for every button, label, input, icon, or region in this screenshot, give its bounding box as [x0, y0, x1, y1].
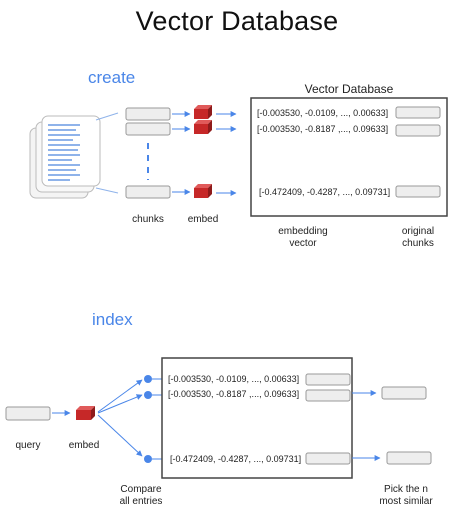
doc-to-chunk-line-1: [95, 112, 119, 121]
embed-label: embed: [187, 214, 219, 225]
chunk-box-1: [125, 107, 171, 121]
index-chunk-box-3: [305, 452, 351, 465]
arrow-compare-2: [97, 394, 143, 414]
embedding-vector-label: embedding vector: [278, 226, 328, 249]
arrow-compare-1: [97, 379, 143, 413]
chunk-box-3: [125, 185, 171, 199]
index-chunk-box-2: [305, 389, 351, 402]
query-label: query: [15, 440, 41, 451]
embed-cube-icon: [76, 406, 95, 420]
create-section-label: create: [88, 68, 136, 87]
index-section-label: index: [92, 310, 133, 329]
index-embed-label: embed: [68, 440, 100, 451]
embed-cube-icon: [194, 184, 212, 198]
chunks-label: chunks: [132, 214, 164, 225]
vector-database-title: Vector Database: [304, 82, 394, 96]
original-chunks-label: original chunks: [401, 226, 435, 249]
original-chunk-box-3: [395, 185, 441, 198]
index-chunk-box-1: [305, 373, 351, 386]
create-vector-3: [-0.472409, -0.4287, ..., 0.09731]: [259, 187, 391, 197]
compare-dot-3: [144, 455, 152, 463]
document-stack-icon: [29, 115, 101, 199]
index-vector-2: [-0.003530, -0.8187 ,..., 0.09633]: [168, 389, 300, 399]
embed-cube-icon: [194, 120, 212, 134]
compare-dot-1: [144, 375, 152, 383]
embed-cube-icon: [194, 105, 212, 119]
original-chunk-box-1: [395, 106, 441, 119]
result-box-2: [386, 451, 432, 465]
chunk-box-2: [125, 122, 171, 136]
original-chunk-box-2: [395, 124, 441, 137]
create-vector-2: [-0.003530, -0.8187 ,..., 0.09633]: [257, 124, 389, 134]
query-box: [5, 406, 51, 421]
index-vector-3: [-0.472409, -0.4287, ..., 0.09731]: [170, 454, 302, 464]
result-box-1: [381, 386, 427, 400]
pick-most-similar-label: Pick the n most similar: [379, 484, 433, 507]
arrow-compare-3: [97, 414, 143, 457]
compare-dot-2: [144, 391, 152, 399]
create-vector-1: [-0.003530, -0.0109, ..., 0.00633]: [257, 108, 389, 118]
compare-all-entries-label: Compare all entries: [119, 484, 163, 507]
index-vector-1: [-0.003530, -0.0109, ..., 0.00633]: [168, 374, 300, 384]
doc-to-chunk-line-3: [95, 187, 119, 194]
page-title: Vector Database: [135, 6, 339, 36]
